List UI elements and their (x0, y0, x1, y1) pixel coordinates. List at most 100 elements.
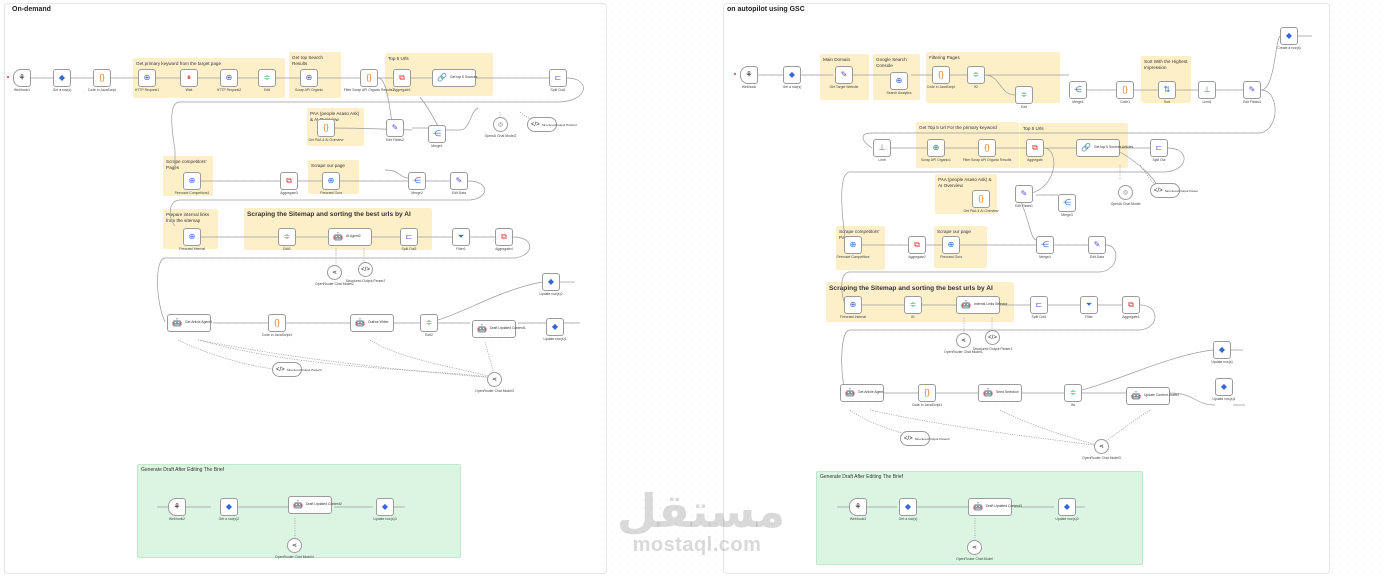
node-aggregate2[interactable]: ⧉ Aggregate2 (908, 236, 926, 259)
node-split-out3[interactable]: ⊏ Split Out3 (400, 228, 418, 251)
node-draft-updated-content1[interactable]: 🤖 Draft Updated Content1 (472, 320, 526, 338)
node-if2[interactable]: ≑ If2 (967, 66, 985, 89)
node-update-rows3-right[interactable]: ◆ Update row(s)3 (1055, 498, 1079, 521)
node-edit[interactable]: ≑ Edit (258, 69, 276, 92)
node-code-js1-right[interactable]: {} Code in JavaScript1 (912, 384, 942, 407)
node-update-rows[interactable]: ◆ Update row(s) (1211, 341, 1233, 364)
node-aggregate1-right[interactable]: ⧉ Aggregate1 (1122, 296, 1140, 319)
node-draft-updated-content3[interactable]: 🤖 Draft Updated Content3 (968, 498, 1022, 516)
node-get-rows[interactable]: ◆ Get a row(s) (53, 69, 71, 92)
node-firecrawl-ours-right[interactable]: ⊕ Firecrawl Ours (940, 236, 962, 259)
node-get-paa-right[interactable]: {} Get PAA & AI Overview (964, 190, 999, 213)
node-openrouter-chat-model1[interactable]: ⋖ OpenRouter Chat Model1 (944, 333, 983, 354)
node-sort[interactable]: ⇅ Sort (1158, 81, 1176, 104)
node-outline-writer[interactable]: 🤖 Outline Writer (350, 314, 394, 332)
node-update-rows1[interactable]: ◆ Update row(s)1 (543, 318, 567, 341)
node-merge3[interactable]: ⋲ Merge3 (1058, 194, 1076, 217)
node-openai-chat-model[interactable]: ◎ OpenAI Chat Model (1111, 185, 1140, 206)
node-update-rows1-right[interactable]: ◆ Update row(s)1 (1212, 378, 1236, 401)
node-webhook[interactable]: ⚘ Webhook (740, 66, 758, 89)
node-scrap-api-organic[interactable]: ⊕ Scrap API Organic (295, 69, 323, 92)
node-get-top-5-sources-articles[interactable]: 🔗 Get top 5 Sources Articles (1076, 139, 1133, 157)
node-if1[interactable]: ≑ If1 (904, 296, 922, 319)
node-split-out[interactable]: ⊏ Split Out (1150, 139, 1168, 162)
node-firecrawl-internal[interactable]: ⊕ Firecrawl Internal (179, 228, 205, 251)
node-edit-data[interactable]: ✎ Edit Data (450, 172, 468, 195)
node-update-rows3[interactable]: ◆ Update row(s)3 (373, 498, 397, 521)
node-update-rows2[interactable]: ◆ Update row(s)2 (539, 273, 563, 296)
node-edit2[interactable]: ≑ Edit2 (420, 314, 438, 337)
node-ai-agent2[interactable]: 🤖 AI Agent2 (328, 228, 372, 246)
edit-fields-icon: ≑ (425, 318, 433, 327)
node-structured-output-parser2[interactable]: </> Structured Output Parser2 (346, 262, 385, 283)
node-get-paa[interactable]: {} Get PAA & AI Overview (309, 119, 344, 142)
node-openai-chat-model2[interactable]: ◎ OpenAI Chat Model2 (485, 117, 516, 138)
node-create-rows[interactable]: ◆ Create a row(s) (1277, 27, 1301, 50)
node-filter1[interactable]: ⏷ Filter1 (452, 228, 470, 251)
node-aggregate1[interactable]: ⧉ Aggregate1 (393, 69, 411, 92)
node-code-js[interactable]: {} Code in JavaScript (88, 69, 116, 92)
node-firecrawl-competitors[interactable]: ⊕ Firecrawl Competitors (837, 236, 869, 259)
node-seed-selection[interactable]: 🤖 Seed Selection (978, 384, 1022, 402)
node-draft-updated-content2[interactable]: 🤖 Draft Updated Content2 (288, 496, 342, 514)
node-edit1[interactable]: ≑ Edit1 (278, 228, 296, 251)
node-get-rows2[interactable]: ◆ Get a row(s)2 (219, 498, 239, 521)
node-get-article-agent1[interactable]: 🤖 Get Article Agent1 (167, 314, 212, 332)
node-edit-fields4[interactable]: ✎ Edit Fields4 (1243, 81, 1261, 104)
node-code1[interactable]: {} Code1 (1116, 81, 1134, 104)
node-split-out1-right[interactable]: ⊏ Split Out1 (1030, 296, 1048, 319)
node-firecrawl-ours[interactable]: ⊕ Firecrawl Ours (320, 172, 342, 195)
node-aggregate[interactable]: ⧉ Aggregate (1026, 139, 1044, 162)
node-internal-links-selector[interactable]: 🤖 Internal Links Selector (956, 296, 1008, 314)
node-filter-results[interactable]: {} Filter Scrap API Organic Results2 (344, 69, 394, 92)
node-filter-results-right[interactable]: {} Filter Scrap API Organic Results (963, 139, 1011, 162)
node-search-analytics[interactable]: ⊕ Search Analytics (886, 72, 912, 95)
node-aggregate3[interactable]: ⧉ Aggregate3 (280, 172, 298, 195)
node-structured-output-parser[interactable]: </> Structured Output Parser (1150, 183, 1198, 198)
node-code-js[interactable]: {} Code in JavaScript (927, 66, 955, 89)
node-edit-fields1[interactable]: ✎ Edit Fields1 (1015, 185, 1033, 208)
node-edit-data-right[interactable]: ✎ Edit Data (1088, 236, 1106, 259)
node-openrouter-chat-model3-right[interactable]: ⋖ OpenRouter Chat Model3 (1082, 439, 1121, 460)
node-get-target-website[interactable]: ✎ Get Target Website (830, 66, 858, 89)
node-label: Aggregate3 (280, 191, 298, 195)
node-structured-output-parser1[interactable]: </> Structured Output Parser1 (973, 330, 1012, 351)
node-label: Get a row(s) (52, 88, 72, 92)
node-openrouter-chat-model-bottom[interactable]: ⋖ OpenRouter Chat Model (956, 540, 993, 561)
node-openrouter-chat-model3[interactable]: ⋖ OpenRouter Chat Model3 (475, 372, 514, 393)
globe-icon: ⊕ (305, 73, 313, 82)
node-openrouter-chat-model4[interactable]: ⋖ OpenRouter Chat Model4 (275, 538, 314, 559)
node-update-content-drafter[interactable]: 🤖 Update Content Drafter (1126, 387, 1179, 405)
node-get-top-5-sources[interactable]: 🔗 Get top 5 Sources (432, 69, 477, 87)
node-ifa[interactable]: ≑ Ifa (1064, 384, 1082, 407)
node-filter[interactable]: ⏷ Filter (1080, 296, 1098, 319)
node-webhook1[interactable]: ⚘ Webhook1 (13, 69, 31, 92)
node-limit[interactable]: ⊥ Limit (873, 139, 891, 162)
node-webhook2[interactable]: ⚘ Webhook2 (168, 498, 186, 521)
node-merge4[interactable]: ⋲ Merge4 (1036, 236, 1054, 259)
node-structured-output-parser4[interactable]: </> Structured Output Parser4 (527, 117, 577, 132)
node-structured-output-parser3[interactable]: </> Structured Output Parser3 (272, 362, 322, 377)
node-edit-fields2[interactable]: ✎ Edit Fields2 (386, 119, 404, 142)
node-merge1[interactable]: ⋲ Merge1 (428, 125, 446, 148)
node-http-request1[interactable]: ⊕ HTTP Request1 (135, 69, 159, 92)
node-structured-output-parser3-right[interactable]: </> Structured Output Parser3 (900, 431, 950, 446)
node-edit[interactable]: ≑ Edit (1015, 86, 1033, 109)
node-firecrawl-competitors1[interactable]: ⊕ Firecrawl Competitors1 (175, 172, 209, 195)
node-webhook3[interactable]: ⚘ Webhook3 (849, 498, 867, 521)
node-openrouter-chat-model2[interactable]: ⋖ OpenRouter Chat Model2 (315, 265, 354, 286)
node-http-request2[interactable]: ⊕ HTTP Request2 (217, 69, 241, 92)
node-limit1[interactable]: ⊥ Limit1 (1198, 81, 1216, 104)
node-aggregate4[interactable]: ⧉ Aggregate4 (495, 228, 513, 251)
node-firecrawl-internal-right[interactable]: ⊕ Firecrawl Internal (840, 296, 866, 319)
node-get-article-agent[interactable]: 🤖 Get Article Agent (840, 384, 884, 402)
node-scrap-api-organic1[interactable]: ⊕ Scrap API Organic1 (921, 139, 951, 162)
watermark-latin: mostaql.com (632, 534, 762, 556)
node-merge1[interactable]: ⋲ Merge1 (1069, 81, 1087, 104)
node-merge2[interactable]: ⋲ Merge2 (408, 172, 426, 195)
node-get-rows-bottom[interactable]: ◆ Get a row(s) (899, 498, 917, 521)
node-split-out1[interactable]: ⊏ Split Out1 (549, 69, 567, 92)
node-wait[interactable]: ⏸ Wait (180, 69, 198, 92)
node-get-rows[interactable]: ◆ Get a row(s) (783, 66, 801, 89)
node-code-js1[interactable]: {} Code in JavaScript1 (262, 314, 292, 337)
